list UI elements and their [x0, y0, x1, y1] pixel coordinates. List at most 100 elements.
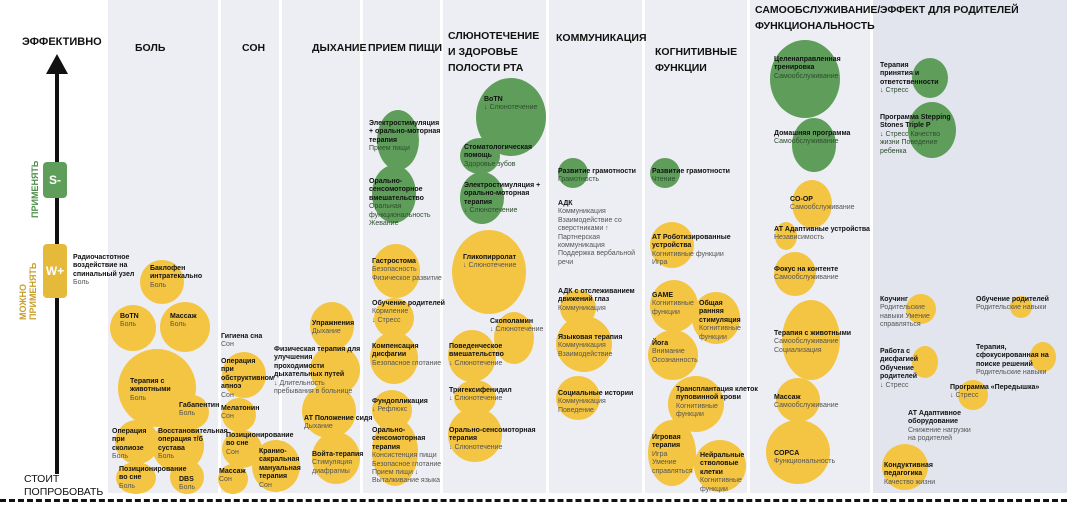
- item-label: Тригексифенидил↓ Слюнотечение: [449, 387, 512, 403]
- bubble: [774, 252, 816, 296]
- column-heading: ЭФФЕКТ ДЛЯ РОДИТЕЛЕЙ: [880, 4, 1019, 16]
- bubble: [650, 222, 694, 268]
- bubble: [792, 118, 836, 172]
- bubble: [1010, 296, 1032, 318]
- may-apply-label: МОЖНО ПРИМЕНЯТЬ: [18, 262, 38, 320]
- bubble: [775, 222, 797, 250]
- item-label: Фундопликация↓ Рефлюкс: [372, 398, 428, 414]
- bubble: [170, 460, 204, 494]
- w-plus-badge: W+: [43, 244, 67, 298]
- bubble: [115, 420, 159, 464]
- column-heading: КОГНИТИВНЫЕ ФУНКЦИИ: [655, 46, 738, 74]
- s-minus-badge: S-: [43, 162, 67, 198]
- bubble: [648, 330, 698, 380]
- bubble: [912, 58, 948, 98]
- bubble: [312, 432, 360, 484]
- item-label: BoTN↓ Слюнотечение: [484, 96, 538, 112]
- bubble: [694, 440, 746, 492]
- bubble: [448, 408, 502, 462]
- bubble: [912, 346, 938, 378]
- bubble: [958, 380, 988, 410]
- bubble: [252, 440, 300, 492]
- column-heading: БОЛЬ: [135, 42, 166, 54]
- item-label: Программа Stepping Stones Triple P↓ Стре…: [880, 114, 951, 155]
- item-label: Физическая терапия для улучшения проходи…: [274, 346, 361, 396]
- bubble: [766, 420, 830, 484]
- bubble: [650, 158, 680, 188]
- bubble: [1030, 342, 1056, 372]
- bubble: [372, 418, 418, 486]
- item-label: Орально-сенсомоторная терапия↓ Слюнотече…: [449, 427, 536, 451]
- bubble: [302, 384, 356, 438]
- column-heading: СОН: [242, 42, 266, 54]
- bubble: [776, 378, 820, 422]
- item-label: Работа с дисфагией Обучение родителей↓ С…: [880, 348, 919, 389]
- axis-bottom-label: СТОИТ ПОПРОБОВАТЬ: [24, 473, 104, 498]
- bubble: [650, 280, 698, 332]
- bubble: [372, 165, 416, 223]
- bubble: [218, 464, 248, 494]
- item-label: Гликопирролат↓ Слюнотечение: [463, 254, 517, 270]
- bubble: [906, 294, 936, 324]
- bubble: [377, 110, 419, 170]
- column-heading: СЛЮНОТЕЧЕНИЕ И ЗДОРОВЬЕ ПОЛОСТИ РТА: [448, 30, 540, 74]
- axis-top-label: ЭФФЕКТИВНО: [22, 36, 102, 48]
- bubble: [692, 292, 740, 344]
- column-parents-bg: [873, 0, 1067, 493]
- bubble: [558, 158, 588, 188]
- column-heading: ПРИЕМ ПИЩИ: [368, 42, 443, 54]
- bubble: [140, 260, 184, 304]
- item-label: Радиочастотное воздействие на спинальный…: [73, 254, 135, 287]
- bubble: [460, 138, 500, 174]
- bubble: [374, 298, 414, 338]
- bubble: [370, 332, 418, 384]
- item-label: Поведенческое вмешательство↓ Слюнотечени…: [449, 343, 504, 367]
- apply-label: ПРИМЕНЯТЬ: [30, 160, 40, 218]
- bubble: [648, 420, 696, 486]
- bubble: [222, 352, 266, 398]
- column-heading: КОММУНИКАЦИЯ: [556, 32, 647, 44]
- bubble: [556, 316, 612, 372]
- bubble: [782, 300, 840, 380]
- item-label: Электростимуляция + орально-моторная тер…: [369, 120, 441, 153]
- bubble: [556, 376, 600, 420]
- item-label: Электростимуляция + орально-моторная тер…: [464, 182, 541, 215]
